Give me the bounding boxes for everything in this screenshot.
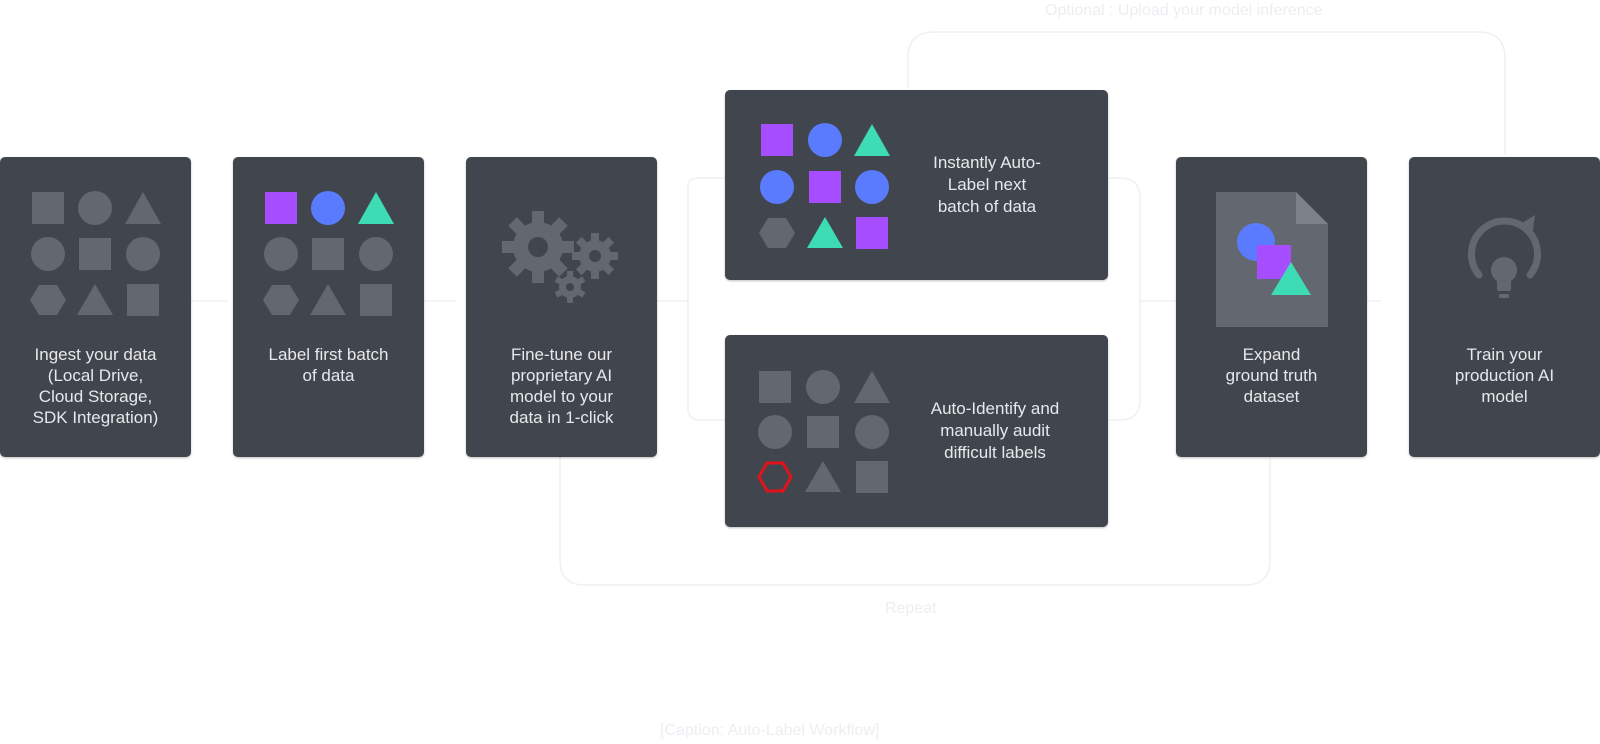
partially-labeled-shapes-grid-icon <box>263 191 394 316</box>
step-label-expand: Expand ground truth dataset <box>1225 345 1318 406</box>
connector-optional-arc <box>907 31 1506 155</box>
optional-inference-annotation: Optional : Upload your model inference <box>1045 2 1323 19</box>
step-label-label-first: Label first batch of data <box>268 345 389 385</box>
step-card-label-first: Label first batch of data <box>233 157 424 457</box>
step-card-train: Train your production AI model <box>1409 157 1600 457</box>
connector-repeat-arc <box>559 449 1271 586</box>
step-label-ingest: Ingest your data (Local Drive, Cloud Sto… <box>32 345 159 427</box>
repeat-annotation: Repeat <box>885 600 937 617</box>
auto-labeled-shapes-grid-icon <box>759 123 890 249</box>
step-card-autolabel: Instantly Auto- Label next batch of data <box>725 90 1108 280</box>
diagram-caption: [Caption: Auto-Label Workflow] <box>660 722 880 739</box>
gears-icon <box>502 211 618 303</box>
connector-loop-box <box>687 177 1141 421</box>
audit-shapes-grid-icon <box>757 370 890 493</box>
step-card-audit: Auto-Identify and manually audit difficu… <box>725 335 1108 527</box>
step-card-ingest: Ingest your data (Local Drive, Cloud Sto… <box>0 157 191 457</box>
gray-shapes-grid-icon <box>30 191 161 316</box>
dataset-document-icon <box>1216 192 1328 327</box>
step-card-expand: Expand ground truth dataset <box>1176 157 1367 457</box>
step-label-autolabel: Instantly Auto- Label next batch of data <box>933 153 1041 216</box>
step-label-train: Train your production AI model <box>1454 345 1555 406</box>
difficult-label-marker <box>757 461 793 493</box>
step-card-finetune: Fine-tune our proprietary AI model to yo… <box>466 157 657 457</box>
lightbulb-refresh-icon <box>1468 215 1541 298</box>
step-label-finetune: Fine-tune our proprietary AI model to yo… <box>509 345 614 427</box>
step-label-audit: Auto-Identify and manually audit difficu… <box>930 399 1060 462</box>
